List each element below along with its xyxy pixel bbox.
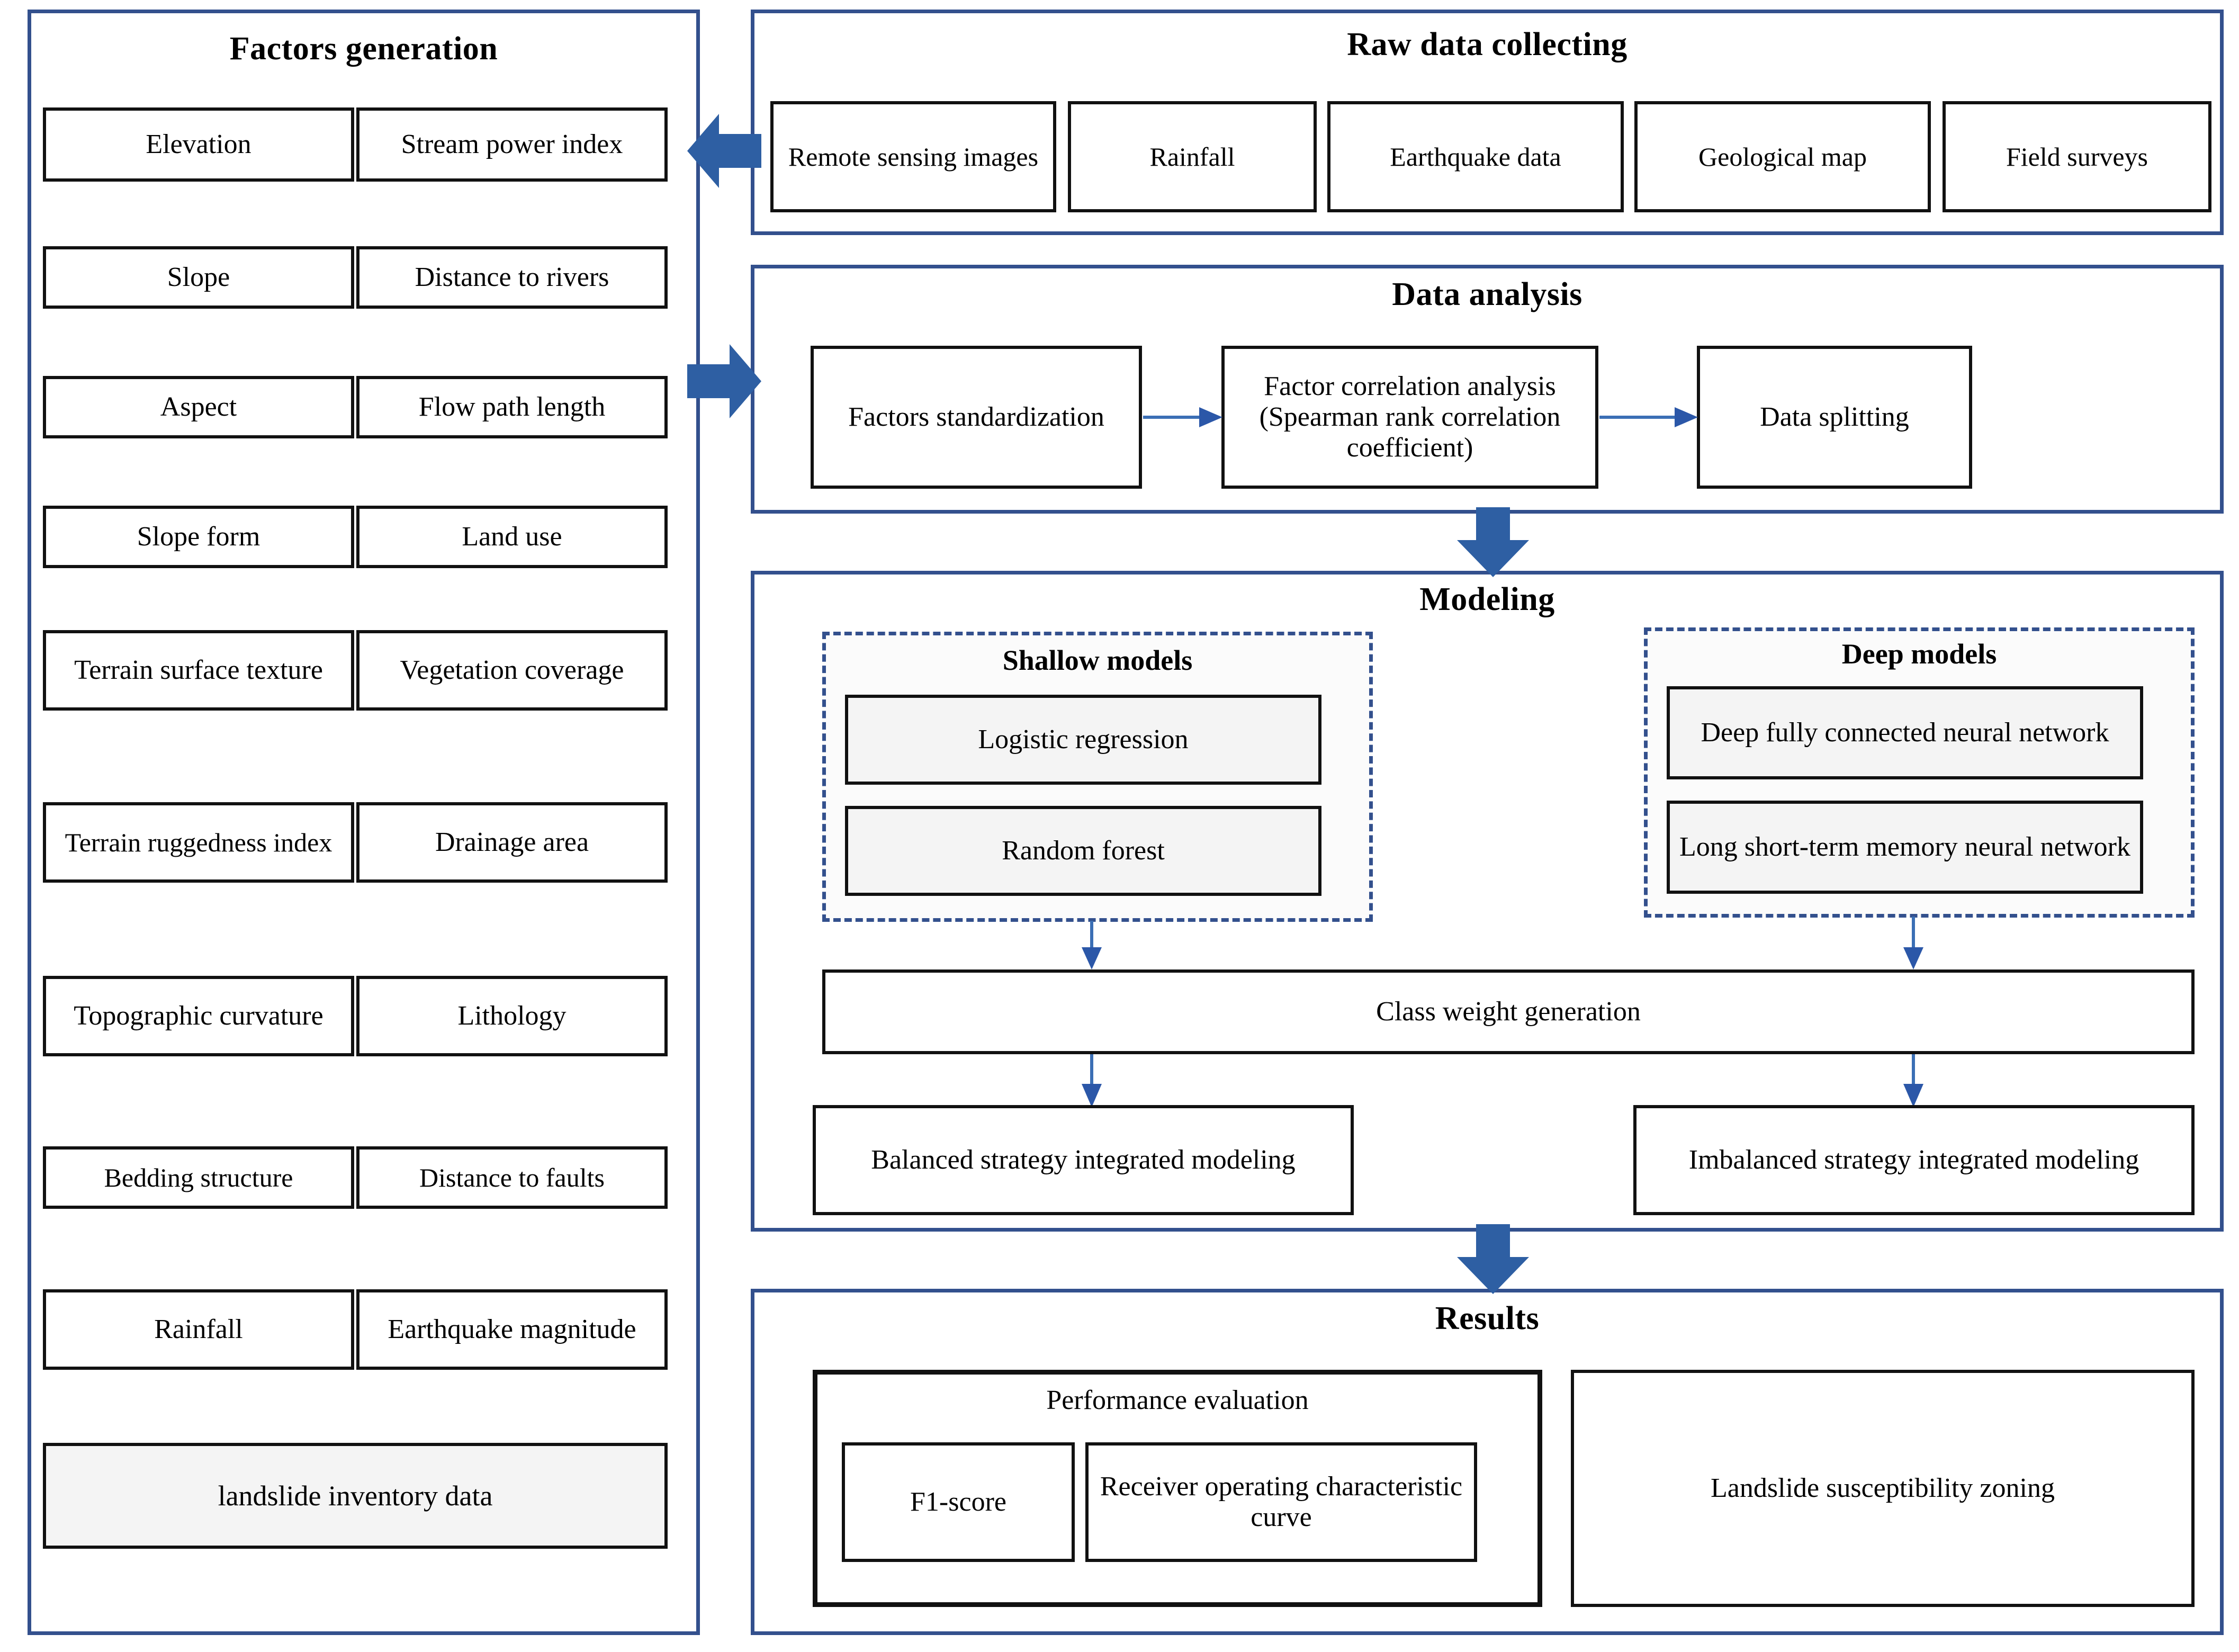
factor-box-distance-to-faults[interactable]: Distance to faults: [356, 1146, 668, 1209]
panel-data-analysis: Data analysis Factors standardization Fa…: [751, 265, 2224, 514]
model-box-deep-fully-connected-nn[interactable]: Deep fully connected neural network: [1667, 686, 2143, 779]
factor-box-stream-power-index[interactable]: Stream power index: [356, 107, 668, 182]
panel-title-raw-data-collecting: Raw data collecting: [1347, 26, 1627, 62]
panel-title-modeling: Modeling: [1419, 581, 1555, 617]
factor-box-vegetation-coverage[interactable]: Vegetation coverage: [356, 630, 668, 711]
raw-data-box-remote-sensing-images[interactable]: Remote sensing images: [770, 101, 1056, 212]
raw-data-box-earthquake-data[interactable]: Earthquake data: [1327, 101, 1624, 212]
modeling-box-balanced-strategy[interactable]: Balanced strategy integrated modeling: [813, 1105, 1354, 1215]
results-box-landslide-susceptibility-zoning[interactable]: Landslide susceptibility zoning: [1571, 1370, 2195, 1607]
factor-box-bedding-structure[interactable]: Bedding structure: [43, 1146, 354, 1209]
factor-box-earthquake-magnitude[interactable]: Earthquake magnitude: [356, 1289, 668, 1370]
results-box-f1-score[interactable]: F1-score: [842, 1442, 1075, 1562]
arrow-deep-to-class-weight: [1901, 917, 1926, 969]
factor-box-distance-to-rivers[interactable]: Distance to rivers: [356, 246, 668, 309]
arrow-data-analysis-to-modeling: [1451, 507, 1535, 577]
group-title-deep-models: Deep models: [1841, 638, 1997, 670]
results-box-roc-curve[interactable]: Receiver operating characteristic curve: [1085, 1442, 1477, 1562]
panel-factors-generation: Factors generation Elevation Stream powe…: [28, 10, 700, 1635]
factor-box-rainfall[interactable]: Rainfall: [43, 1289, 354, 1370]
factor-box-flow-path-length[interactable]: Flow path length: [356, 376, 668, 438]
factor-box-slope[interactable]: Slope: [43, 246, 354, 309]
raw-data-box-field-surveys[interactable]: Field surveys: [1943, 101, 2211, 212]
arrow-class-weight-to-balanced: [1080, 1054, 1104, 1107]
modeling-box-imbalanced-strategy[interactable]: Imbalanced strategy integrated modeling: [1633, 1105, 2195, 1215]
results-box-performance-evaluation[interactable]: Performance evaluation F1-score Receiver…: [813, 1370, 1542, 1607]
arrow-modeling-to-results: [1451, 1224, 1535, 1294]
results-label-performance-evaluation: Performance evaluation: [1046, 1385, 1309, 1415]
arrow-shallow-to-class-weight: [1080, 921, 1104, 969]
panel-title-results: Results: [1435, 1300, 1540, 1336]
arrow-correlation-to-data-splitting: [1599, 405, 1698, 429]
analysis-box-factors-standardization[interactable]: Factors standardization: [811, 346, 1142, 489]
factor-box-topographic-curvature[interactable]: Topographic curvature: [43, 976, 354, 1056]
modeling-box-class-weight-generation[interactable]: Class weight generation: [822, 969, 2195, 1054]
panel-raw-data-collecting: Raw data collecting Remote sensing image…: [751, 10, 2224, 235]
factor-box-terrain-ruggedness-index[interactable]: Terrain ruggedness index: [43, 802, 354, 883]
arrow-standardization-to-correlation: [1143, 405, 1222, 429]
factor-box-aspect[interactable]: Aspect: [43, 376, 354, 438]
arrow-to-data-analysis: [687, 339, 761, 424]
factor-box-landslide-inventory-data[interactable]: landslide inventory data: [43, 1443, 668, 1549]
factor-box-elevation[interactable]: Elevation: [43, 107, 354, 182]
group-deep-models: Deep models Deep fully connected neural …: [1644, 627, 2195, 918]
factor-box-terrain-surface-texture[interactable]: Terrain surface texture: [43, 630, 354, 711]
factor-box-land-use[interactable]: Land use: [356, 506, 668, 568]
analysis-box-data-splitting[interactable]: Data splitting: [1697, 346, 1972, 489]
panel-results: Results Performance evaluation F1-score …: [751, 1289, 2224, 1635]
model-box-random-forest[interactable]: Random forest: [845, 806, 1321, 896]
raw-data-box-rainfall[interactable]: Rainfall: [1068, 101, 1317, 212]
factor-box-slope-form[interactable]: Slope form: [43, 506, 354, 568]
group-title-shallow-models: Shallow models: [1002, 644, 1193, 676]
panel-title-factors-generation: Factors generation: [229, 31, 498, 67]
raw-data-box-geological-map[interactable]: Geological map: [1634, 101, 1931, 212]
arrow-class-weight-to-imbalanced: [1901, 1054, 1926, 1107]
group-shallow-models: Shallow models Logistic regression Rando…: [822, 632, 1373, 922]
analysis-box-factor-correlation[interactable]: Factor correlation analysis (Spearman ra…: [1221, 346, 1598, 489]
arrow-raw-data-to-factors: [687, 109, 761, 193]
panel-modeling: Modeling Shallow models Logistic regress…: [751, 571, 2224, 1232]
factor-box-lithology[interactable]: Lithology: [356, 976, 668, 1056]
factor-box-drainage-area[interactable]: Drainage area: [356, 802, 668, 883]
model-box-lstm-nn[interactable]: Long short-term memory neural network: [1667, 801, 2143, 894]
panel-title-data-analysis: Data analysis: [1392, 276, 1582, 312]
model-box-logistic-regression[interactable]: Logistic regression: [845, 695, 1321, 785]
